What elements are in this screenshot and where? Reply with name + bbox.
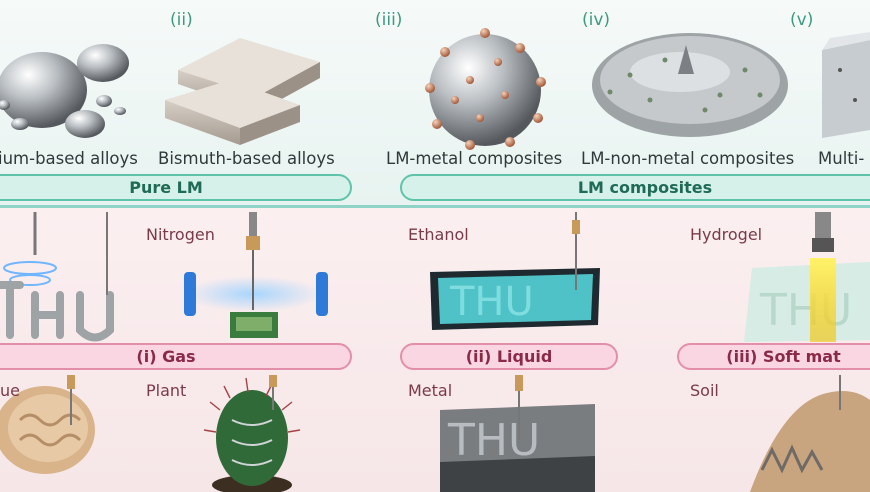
- category-gas: (i) Gas: [0, 343, 352, 370]
- env-plant: Plant: [146, 381, 187, 400]
- env-soil: Soil: [690, 381, 719, 400]
- env-nitrogen: Nitrogen: [146, 225, 215, 244]
- hydrogel-thu-mark: THU: [759, 285, 852, 336]
- caption-gallium-alloys: ium-based alloys: [0, 149, 138, 168]
- plant-printing-image: [203, 375, 301, 492]
- label-iv: (iv): [582, 10, 611, 30]
- panel-divider: [0, 205, 870, 208]
- hydrogel-printing-image: THU: [744, 212, 870, 342]
- gas-printing-image: [0, 212, 114, 342]
- caption-lm-metal-composites: LM-metal composites: [386, 149, 563, 168]
- tissue-printing-image: [0, 375, 95, 474]
- gallium-droplets-image: [0, 44, 129, 138]
- label-v: (v): [790, 10, 814, 30]
- label-ii: (ii): [170, 10, 193, 30]
- caption-multi-composites: Multi-: [818, 149, 865, 168]
- metal-printing-image: THU: [440, 375, 595, 492]
- ethanol-printing-image: THU: [430, 212, 600, 330]
- env-tissue: ue: [0, 381, 20, 400]
- lm-non-metal-composite-image: [592, 33, 788, 137]
- metal-thu-mark: THU: [447, 415, 540, 466]
- caption-lm-non-metal-composites: LM-non-metal composites: [581, 149, 795, 168]
- category-soft-matter: (iii) Soft mat: [677, 343, 870, 370]
- caption-bismuth-alloys: Bismuth-based alloys: [158, 149, 335, 168]
- group-pure-lm: Pure LM: [0, 174, 352, 201]
- env-ethanol: Ethanol: [408, 225, 469, 244]
- category-liquid: (ii) Liquid: [400, 343, 618, 370]
- lm-metal-composite-image: [425, 28, 546, 150]
- multi-composite-image: [822, 32, 870, 138]
- soil-printing-image: [750, 375, 870, 492]
- label-iii: (iii): [375, 10, 403, 30]
- ethanol-thu-mark: THU: [449, 279, 534, 325]
- nitrogen-printing-image: [183, 212, 328, 338]
- bismuth-bricks-image: [165, 38, 320, 145]
- group-lm-composites: LM composites: [400, 174, 870, 201]
- env-metal: Metal: [408, 381, 453, 400]
- env-hydrogel: Hydrogel: [690, 225, 763, 244]
